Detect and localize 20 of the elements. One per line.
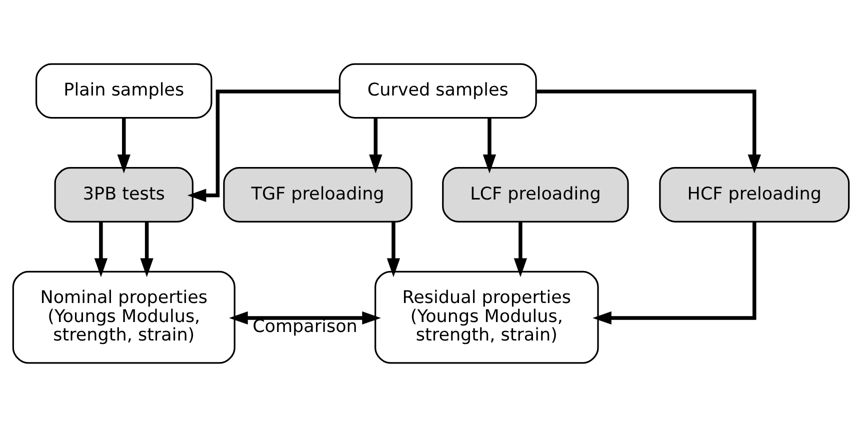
arrow [229,311,381,325]
arrow [117,118,130,174]
arrow [514,222,528,278]
arrow [140,222,154,278]
arrow [592,222,756,325]
node-box: HCF preloading [659,167,850,222]
arrow [536,90,761,174]
edge-label: Comparison [252,316,358,337]
node-box: LCF preloading [442,167,629,222]
node-box: Curved samples [338,63,537,119]
node-box: Nominal properties (Youngs Modulus, strength, strain) [12,270,236,364]
node-box: Residual properties (Youngs Modulus, strength, strain) [374,270,599,364]
arrow [369,118,382,174]
node-box: TGF preloading [223,167,412,222]
node-box: 3PB tests [54,167,194,222]
arrow [482,118,496,174]
arrow [187,90,340,202]
node-box: Plain samples [36,63,212,119]
arrow [94,222,108,278]
arrow [386,222,400,278]
